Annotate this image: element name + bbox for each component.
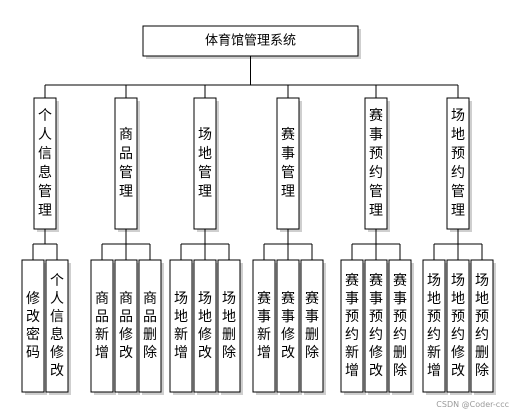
child-node-0-1: [45, 259, 69, 393]
child-label-5-1: 场地预约修改: [451, 273, 465, 379]
child-label-3-2: 赛事删除: [305, 291, 319, 361]
child-label-1-0: 商品新增: [95, 291, 109, 361]
child-label-4-2: 赛事预约删除: [393, 273, 407, 379]
child-label-3-0: 赛事新增: [257, 291, 271, 361]
child-label-2-0: 场地新增: [174, 291, 188, 361]
child-node-3-1: [276, 259, 300, 393]
child-label-4-0: 赛事预约新增: [345, 273, 359, 379]
child-node-1-0: [90, 259, 114, 393]
module-node-3: [276, 97, 300, 230]
child-node-1-2: [138, 259, 162, 393]
child-node-5-1: [446, 259, 470, 393]
child-node-5-2: [470, 259, 494, 393]
child-label-2-2: 场地删除: [222, 291, 236, 361]
child-node-4-0: [340, 259, 364, 393]
child-label-2-1: 场地修改: [198, 291, 212, 361]
child-label-1-2: 商品删除: [143, 291, 157, 361]
child-node-1-1: [114, 259, 138, 393]
module-node-2: [193, 97, 217, 230]
child-label-5-2: 场地预约删除: [475, 273, 489, 379]
module-label-5: 场地预约管理: [451, 108, 465, 219]
child-label-0-1: 个人信息修改: [50, 273, 64, 379]
module-label-1: 商品管理: [119, 127, 133, 200]
module-label-3: 赛事管理: [281, 127, 295, 200]
child-label-4-1: 赛事预约修改: [369, 273, 383, 379]
module-label-4: 赛事预约管理: [369, 108, 383, 219]
root-node-label: 体育馆管理系统: [205, 33, 296, 49]
root-node: [142, 25, 359, 57]
module-node-1: [114, 97, 138, 230]
child-node-3-0: [252, 259, 276, 393]
child-label-3-1: 赛事修改: [281, 291, 295, 361]
child-node-5-0: [422, 259, 446, 393]
child-node-0-0: [21, 259, 45, 393]
child-node-4-1: [364, 259, 388, 393]
module-label-0: 个人信息管理: [38, 108, 52, 219]
child-label-1-1: 商品修改: [119, 291, 133, 361]
child-node-2-2: [217, 259, 241, 393]
child-node-2-0: [169, 259, 193, 393]
watermark: CSDN @Coder-ccc: [436, 400, 509, 409]
child-node-4-2: [388, 259, 412, 393]
child-node-2-1: [193, 259, 217, 393]
child-label-0-0: 修改密码: [26, 291, 40, 361]
child-label-5-0: 场地预约新增: [427, 273, 441, 379]
child-node-3-2: [300, 259, 324, 393]
module-label-2: 场地管理: [198, 127, 212, 200]
